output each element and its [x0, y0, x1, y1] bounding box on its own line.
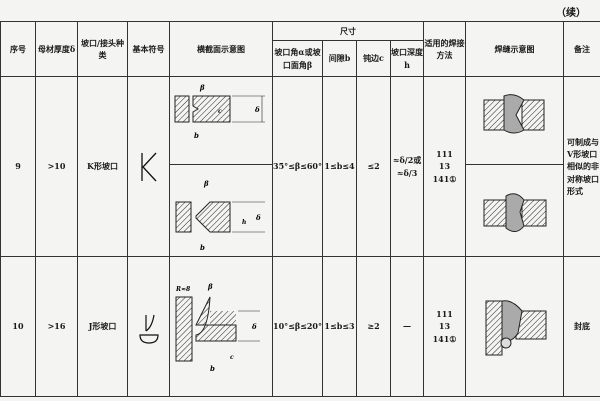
svg-text:c: c	[218, 108, 222, 115]
svg-text:δ: δ	[255, 213, 261, 222]
weld-groove-table: 序号 母材厚度δ 坡口/接头种类 基本符号 横截面示意图 尺寸 适用的焊接方法 …	[0, 21, 600, 397]
row-no: 10	[0, 256, 36, 397]
weld-diagram-2	[465, 164, 564, 257]
j-symbol-icon	[127, 256, 170, 397]
row-gap: 1≤b≤4	[322, 76, 357, 257]
svg-text:h: h	[242, 219, 246, 226]
weld-diagram-3	[465, 256, 564, 397]
svg-text:b: b	[194, 131, 199, 140]
row-no: 9	[0, 76, 36, 257]
continued-label: （续）	[556, 8, 586, 19]
row-remark: 封底	[563, 256, 600, 397]
row-angle: 35°≤β≤60°	[272, 76, 323, 257]
svg-text:β: β	[203, 179, 209, 188]
table-row: 10 >16 J形坡口 δ β b c R≈8 10°≤β≤20° 1≤b≤3 ≥2 —…	[0, 256, 600, 397]
header-gap: 间隙b	[322, 40, 357, 77]
svg-text:R≈8: R≈8	[175, 286, 191, 293]
svg-text:δ: δ	[254, 105, 260, 114]
header-depth: 坡口深度h	[390, 40, 424, 77]
row-angle: 10°≤β≤20°	[272, 256, 323, 397]
row-remark: 可制成与V形坡口相似的非对称坡口形式	[563, 76, 600, 257]
k-groove-section-diagram-1: δ β b c	[169, 76, 273, 165]
row-gap: 1≤b≤3	[322, 256, 357, 397]
header-process: 适用的焊接方法	[423, 21, 466, 77]
row-depth: ≈δ/2或≈δ/3	[390, 76, 424, 257]
svg-text:δ: δ	[251, 322, 257, 331]
row-thickness: >10	[35, 76, 78, 257]
header-dimensions: 尺寸	[272, 21, 424, 41]
header-land: 钝边c	[356, 40, 391, 77]
weld-diagram-1	[465, 76, 564, 165]
row-groove-type: K形坡口	[77, 76, 128, 257]
table-row: 9 >10 K形坡口 δ β b c 35°≤β≤60° 1≤b≤4 ≤2 ≈δ/2或…	[0, 76, 600, 257]
row-depth: —	[390, 256, 424, 397]
row-land: ≤2	[356, 76, 391, 257]
row-land: ≥2	[356, 256, 391, 397]
svg-text:c: c	[230, 354, 234, 361]
k-symbol-icon	[127, 76, 170, 257]
header-section: 横截面示意图	[169, 21, 273, 77]
header-no: 序号	[0, 21, 36, 77]
svg-text:b: b	[210, 364, 215, 373]
row-groove-type: J形坡口	[77, 256, 128, 397]
k-groove-section-diagram-2: δ β b h	[169, 164, 273, 257]
row-thickness: >16	[35, 256, 78, 397]
svg-text:β: β	[207, 282, 213, 291]
j-groove-section-diagram: δ β b c R≈8	[169, 256, 273, 397]
svg-text:β: β	[199, 83, 205, 92]
header-weld-diagram: 焊缝示意图	[465, 21, 564, 77]
svg-text:b: b	[200, 243, 205, 252]
header-thickness: 母材厚度δ	[35, 21, 78, 77]
header-remark: 备注	[563, 21, 600, 77]
header-angle: 坡口角α或坡口面角β	[272, 40, 323, 77]
header-groove-type: 坡口/接头种类	[77, 21, 128, 77]
header-symbol: 基本符号	[127, 21, 170, 77]
